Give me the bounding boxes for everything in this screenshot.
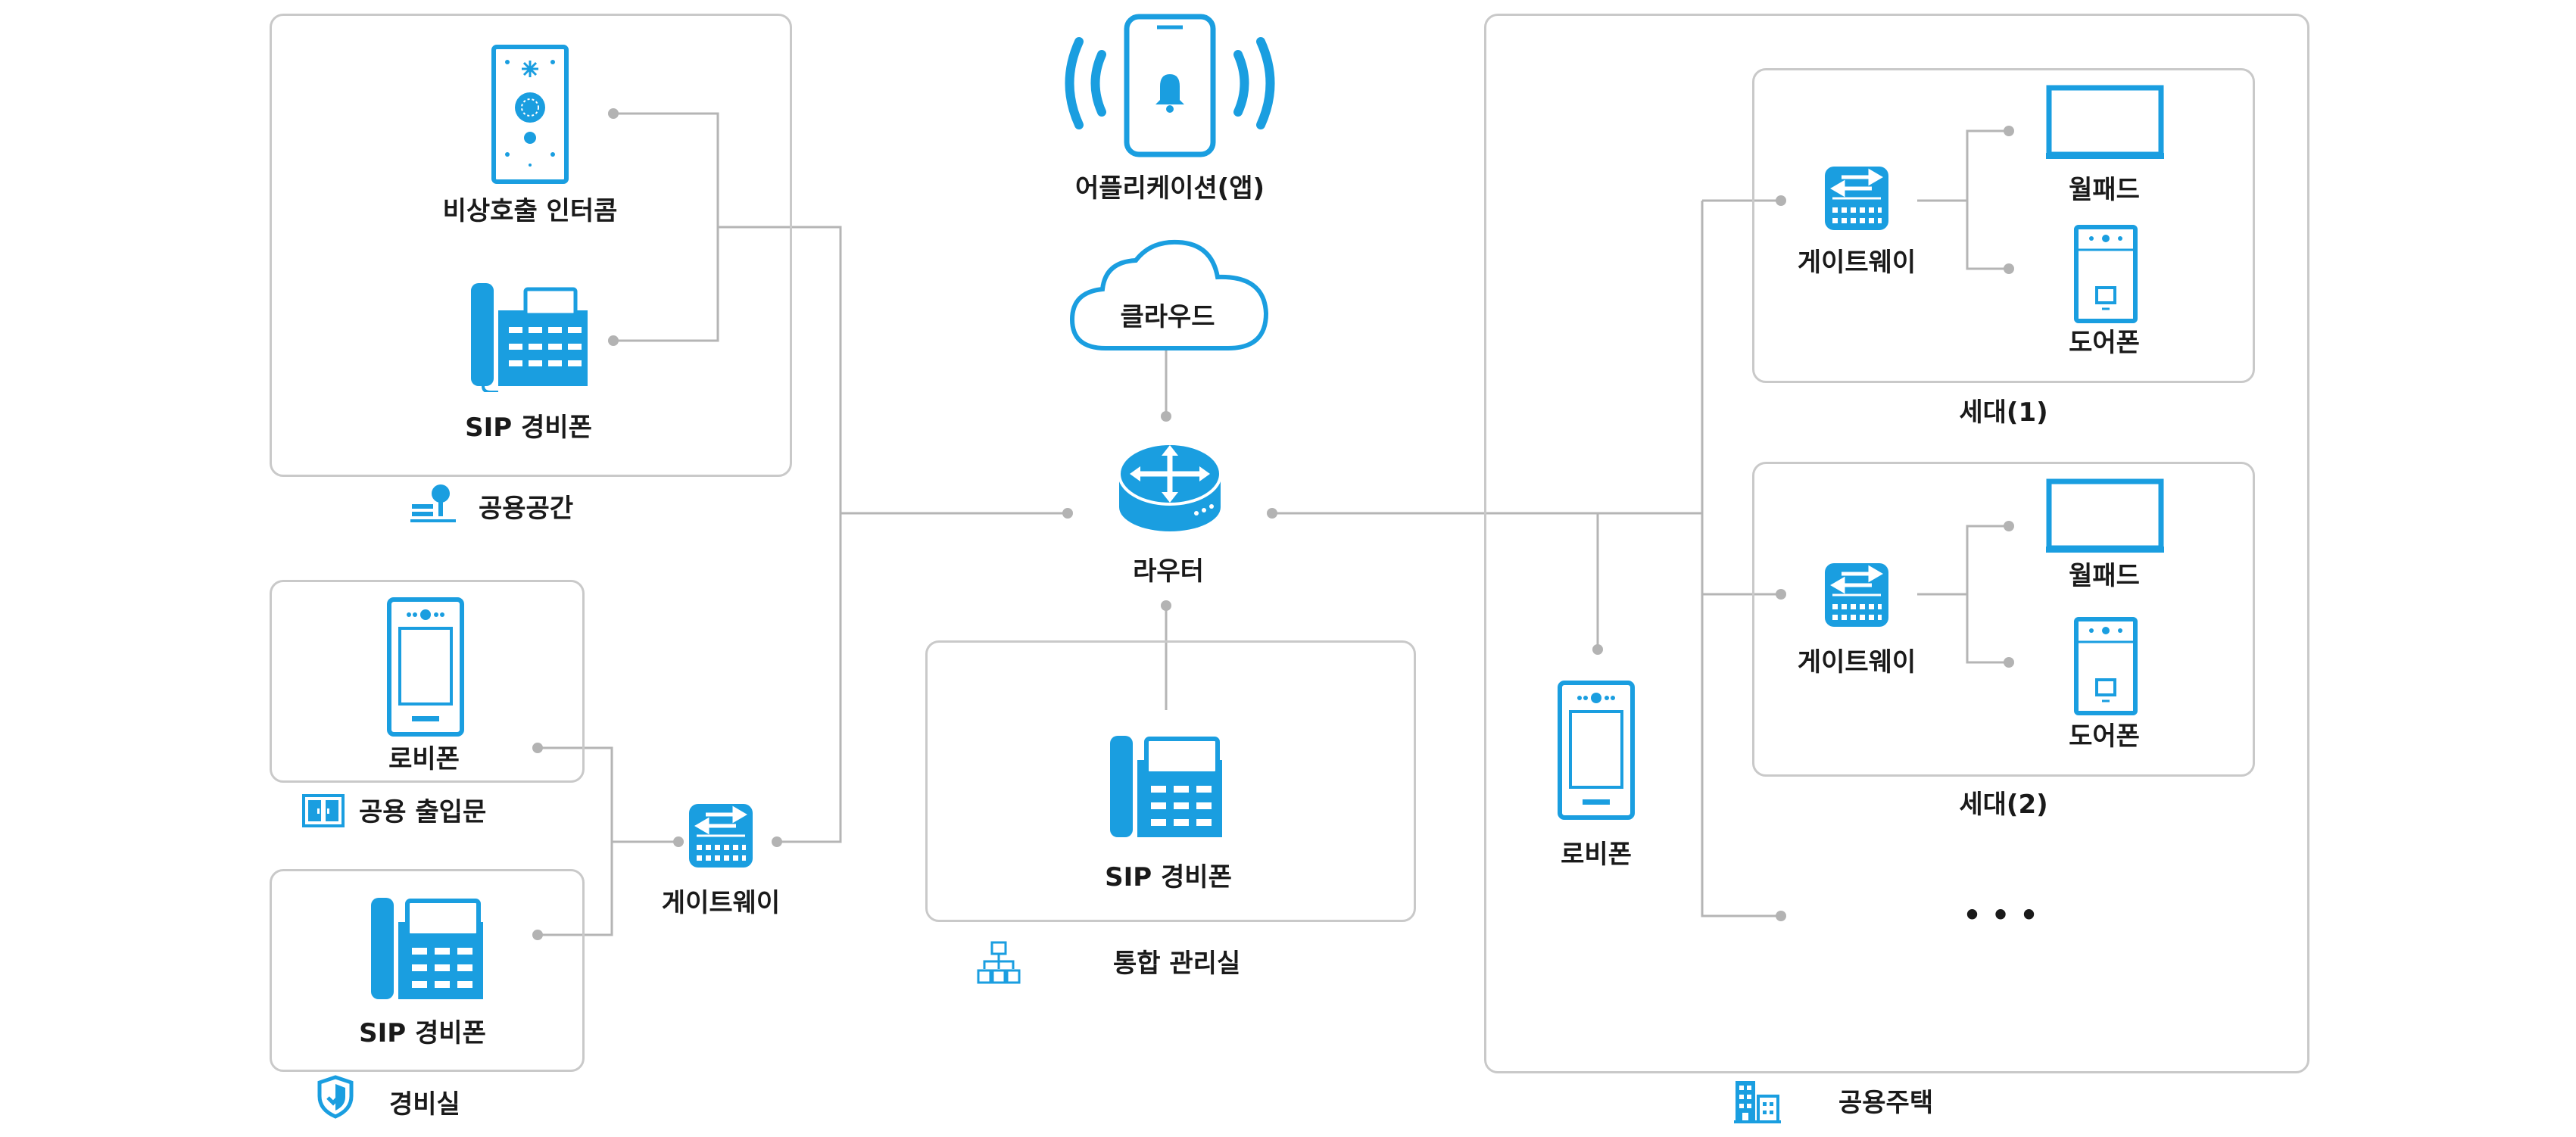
unit-1-gateway-label: 게이트웨이: [1797, 248, 1916, 278]
sip-phone-icon: [468, 280, 591, 395]
gateway-icon: [685, 799, 757, 875]
router-label: 라우터: [1133, 556, 1204, 587]
guard-room-box: [270, 869, 585, 1072]
apartment-lobby-phone-label: 로비폰: [1561, 840, 1632, 870]
smartphone-app-icon: [1045, 8, 1295, 162]
unit-2-gateway-label: 게이트웨이: [1797, 647, 1916, 678]
doorphone-icon: [2073, 616, 2138, 719]
park-bench-icon: [410, 481, 457, 527]
wallpad-icon: [2046, 478, 2164, 559]
cloud-icon: [1066, 235, 1272, 359]
management-box: [925, 640, 1416, 922]
lobby-phone-icon: [386, 597, 465, 740]
cloud-label: 클라우드: [1120, 302, 1215, 332]
unit-2-box: [1752, 462, 2255, 777]
public-sip-phone-label: SIP 경비폰: [465, 413, 592, 443]
emergency-intercom-icon: [491, 44, 569, 188]
unit-2-doorphone-label: 도어폰: [2069, 721, 2140, 752]
lobby-phone-icon: [1557, 680, 1636, 824]
entrance-label: 공용 출입문: [359, 797, 487, 827]
emergency-intercom-label: 비상호출 인터콤: [442, 196, 618, 226]
doorphone-icon: [2073, 224, 2138, 327]
public-space-box: [270, 14, 792, 477]
gateway-icon: [1820, 162, 1893, 238]
wallpad-icon: [2046, 85, 2164, 165]
unit-1-box: [1752, 68, 2255, 383]
router-icon: [1113, 428, 1227, 545]
unit-1-wallpad-label: 월패드: [2069, 175, 2140, 205]
unit-1-label: 세대(1): [1959, 397, 2048, 428]
app-label: 어플리케이션(앱): [1074, 173, 1265, 204]
unit-1-doorphone-label: 도어폰: [2069, 328, 2140, 358]
sip-phone-icon: [1107, 733, 1225, 846]
management-label: 통합 관리실: [1113, 949, 1241, 979]
public-space-label: 공용공간: [479, 494, 574, 524]
gateway-icon: [1820, 559, 1893, 634]
unit-2-label: 세대(2): [1959, 790, 2048, 820]
shield-icon: [317, 1075, 354, 1122]
apartment-box: [1484, 14, 2309, 1073]
sip-phone-icon: [368, 895, 486, 1008]
unit-2-wallpad-label: 월패드: [2069, 561, 2140, 591]
left-gateway-label: 게이트웨이: [661, 888, 781, 918]
more-units-ellipsis: • • •: [1963, 899, 2038, 932]
entrance-lobby-phone-label: 로비폰: [388, 744, 460, 774]
apartment-label: 공용주택: [1838, 1088, 1934, 1118]
guard-sip-phone-label: SIP 경비폰: [359, 1018, 486, 1048]
apartment-building-icon: [1734, 1078, 1781, 1128]
double-door-icon: [301, 793, 345, 831]
entrance-box: [270, 580, 585, 783]
org-chart-icon: [977, 940, 1021, 989]
management-sip-phone-label: SIP 경비폰: [1105, 862, 1232, 892]
guard-room-label: 경비실: [389, 1089, 460, 1120]
